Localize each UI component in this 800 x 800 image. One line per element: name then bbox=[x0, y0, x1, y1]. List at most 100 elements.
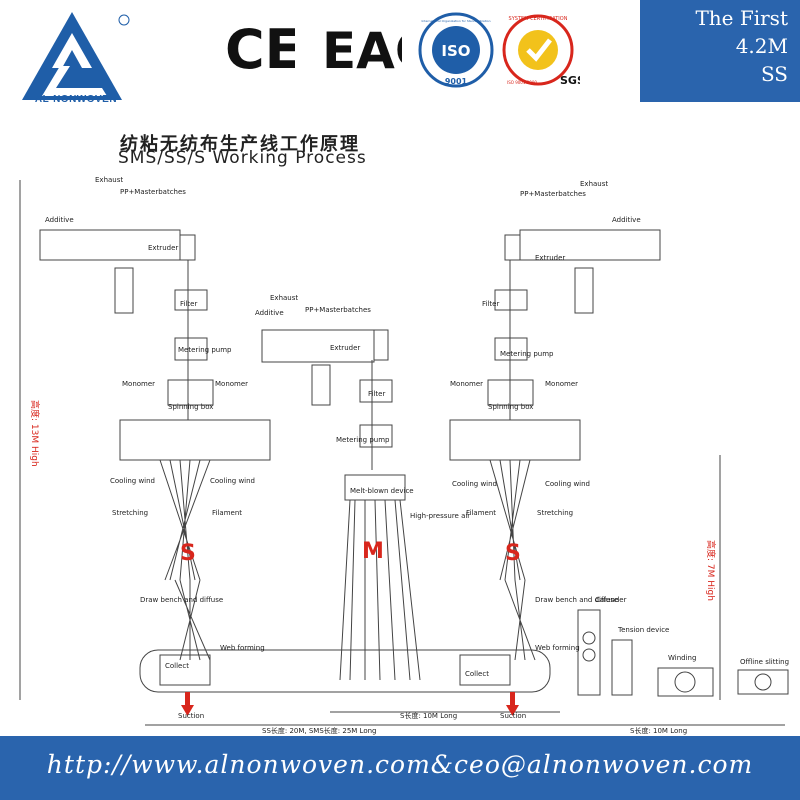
left-monomer-right: Monomer bbox=[215, 380, 248, 388]
left-extruder-head bbox=[179, 234, 196, 261]
left-meter-label: Metering pump bbox=[178, 346, 232, 354]
footer-contact[interactable]: http://www.alnonwoven.com&ceo@alnonwoven… bbox=[46, 750, 754, 779]
left-suction: Suction bbox=[178, 712, 204, 720]
slitting-label: Offline slitting bbox=[740, 658, 789, 666]
mid-meltblown-label: Melt-blown device bbox=[350, 487, 414, 495]
left-additive: Additive bbox=[45, 216, 74, 224]
right-cooling-l: Cooling wind bbox=[452, 480, 497, 488]
right-pp: PP+Masterbatches bbox=[520, 190, 586, 198]
s-letter-right: S bbox=[505, 541, 521, 566]
the-first-badge: The First 4.2M SS bbox=[640, 0, 800, 102]
mid-filter bbox=[359, 379, 393, 403]
right-web: Web forming bbox=[535, 644, 580, 652]
left-extruder-label: Extruder bbox=[148, 244, 178, 252]
right-additive: Additive bbox=[612, 216, 641, 224]
eac-text: EAC bbox=[322, 22, 402, 78]
s-letter-left: S bbox=[180, 541, 196, 566]
winding-label: Winding bbox=[668, 654, 696, 662]
left-draw: Draw bench and diffuse bbox=[140, 596, 223, 604]
offline-slitting bbox=[737, 669, 789, 695]
right-exhaust: Exhaust bbox=[580, 180, 608, 188]
left-filter-label: Filter bbox=[180, 300, 197, 308]
iso-ring-text: International Organization for Standardi… bbox=[422, 19, 491, 23]
header-bar: AL-NONWOVEN CE EAC ISO 9001 Internationa… bbox=[0, 0, 800, 118]
al-nonwoven-logo bbox=[22, 12, 130, 100]
left-collect-box bbox=[159, 654, 211, 686]
right-extruder-label: Extruder bbox=[535, 254, 565, 262]
right-spinning-box bbox=[487, 379, 534, 406]
right-filter bbox=[494, 289, 528, 311]
calender-label: Calender bbox=[595, 596, 627, 604]
calender bbox=[577, 609, 601, 696]
left-cooling-r: Cooling wind bbox=[210, 477, 255, 485]
right-stretch: Stretching bbox=[537, 509, 573, 517]
iso-num-text: 9001 bbox=[445, 77, 468, 86]
right-suction: Suction bbox=[500, 712, 526, 720]
mid-additive: Additive bbox=[255, 309, 284, 317]
right-quench-box bbox=[449, 419, 581, 461]
left-meter-pump bbox=[174, 337, 208, 361]
mid-meter-pump bbox=[359, 424, 393, 448]
left-collect: Collect bbox=[165, 662, 189, 670]
right-meter-label: Metering pump bbox=[500, 350, 554, 358]
left-cooling-l: Cooling wind bbox=[110, 477, 155, 485]
mid-filter-label: Filter bbox=[368, 390, 385, 398]
s-len-label: S长度: 10M Long bbox=[400, 711, 457, 720]
left-exhaust: Exhaust bbox=[95, 176, 123, 184]
mid-meter-label: Metering pump bbox=[336, 436, 390, 444]
mid-hpair: High-pressure air bbox=[410, 512, 470, 520]
mid-tank bbox=[311, 364, 331, 406]
winding-unit bbox=[657, 667, 714, 697]
mid-pp: PP+Masterbatches bbox=[305, 306, 371, 314]
badge-line3: SS bbox=[760, 62, 788, 86]
mid-extruder-label: Extruder bbox=[330, 344, 360, 352]
ce-text: CE bbox=[225, 18, 295, 78]
m-letter: M bbox=[362, 539, 384, 564]
diagram-title-en: SMS/SS/S Working Process bbox=[118, 148, 367, 168]
sgs-text: SGS bbox=[560, 74, 580, 87]
sgs-badge-icon: SYSTEM CERTIFICATION ISO 9001:2000 SGS bbox=[502, 14, 580, 87]
process-diagram: Exhaust PP+Masterbatches Additive Extrud… bbox=[19, 176, 789, 735]
footer-bar bbox=[0, 736, 800, 800]
right-meter-pump bbox=[494, 337, 528, 361]
sgs-ring-text: SYSTEM CERTIFICATION bbox=[509, 16, 568, 22]
left-pp: PP+Masterbatches bbox=[120, 188, 186, 196]
right-filament: Filament bbox=[466, 509, 496, 517]
right-monomer-l: Monomer bbox=[450, 380, 483, 388]
right-monomer-r: Monomer bbox=[545, 380, 578, 388]
right-draw: Draw bench and diffuse bbox=[535, 596, 618, 604]
ss-len-label: SS长度: 20M, SMS长度: 25M Long bbox=[262, 726, 377, 735]
badge-line1: The First bbox=[695, 6, 788, 30]
left-spinbox-label: Spinning box bbox=[168, 403, 213, 411]
right-collect-box bbox=[459, 654, 511, 686]
right-collect: Collect bbox=[465, 670, 489, 678]
tension-label: Tension device bbox=[617, 626, 669, 634]
left-suction-arrow bbox=[185, 692, 190, 706]
left-web: Web forming bbox=[220, 644, 265, 652]
left-stretch: Stretching bbox=[112, 509, 148, 517]
left-filament: Filament bbox=[212, 509, 242, 517]
left-filter bbox=[174, 289, 208, 311]
right-filter-label: Filter bbox=[482, 300, 499, 308]
ce-mark-icon: CE bbox=[225, 18, 295, 78]
mid-exhaust: Exhaust bbox=[270, 294, 298, 302]
sgs-year-text: ISO 9001:2000 bbox=[507, 80, 537, 85]
conveyor-belt bbox=[139, 649, 551, 693]
right-suction-arrow bbox=[510, 692, 515, 706]
left-tank bbox=[114, 267, 134, 314]
iso-9001-badge-icon: ISO 9001 International Organization for … bbox=[418, 12, 494, 88]
right-tank bbox=[574, 267, 594, 314]
logo-text: AL-NONWOVEN bbox=[34, 94, 118, 105]
diagram-title-cn: 纺粘无纺布生产线工作原理 bbox=[120, 134, 360, 155]
height-7m: 高度: 7M High bbox=[705, 540, 717, 601]
tension-device bbox=[611, 639, 633, 696]
left-spinning-box bbox=[167, 379, 214, 406]
badge-line2: 4.2M bbox=[735, 34, 788, 58]
left-monomer: Monomer bbox=[122, 380, 155, 388]
eac-mark-icon: EAC bbox=[322, 22, 402, 78]
right-cooling-r: Cooling wind bbox=[545, 480, 590, 488]
left-quench-box bbox=[119, 419, 271, 461]
height-13m: 高度: 13M High bbox=[29, 400, 41, 467]
iso-text: ISO bbox=[441, 42, 470, 60]
right-spinbox-label: Spinning box bbox=[488, 403, 533, 411]
